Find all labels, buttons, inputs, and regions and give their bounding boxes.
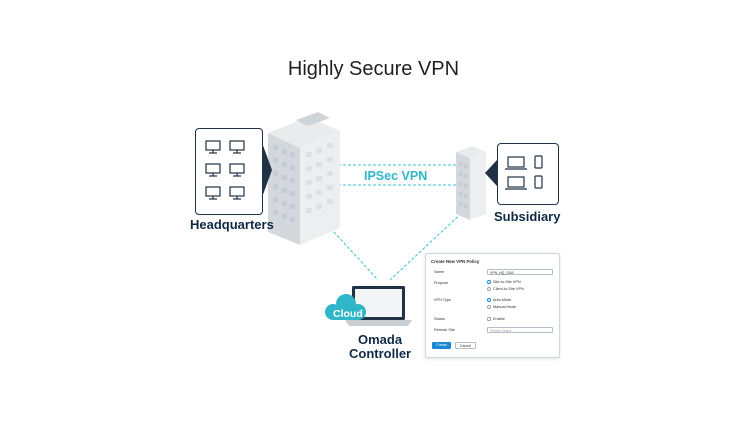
- purpose-option-site-to-site[interactable]: Site-to-Site VPN: [487, 280, 521, 284]
- purpose-option-client-to-site[interactable]: Client-to-Site VPN: [487, 287, 524, 291]
- omada-controller-label: Omada Controller: [349, 333, 411, 361]
- controller-label-line2: Controller: [349, 346, 412, 361]
- headquarters-label: Headquarters: [190, 217, 274, 232]
- cloud-label: Cloud: [333, 308, 363, 320]
- hq-controller-link: [299, 194, 379, 281]
- dialog-title: Create New VPN Policy: [431, 259, 480, 264]
- name-label: Name: [434, 270, 445, 274]
- status-label: Status: [434, 317, 445, 321]
- remote-site-label: Remote Site: [434, 328, 455, 332]
- subsidiary-building-icon: [456, 146, 486, 220]
- hq-devices-panel: [195, 128, 263, 215]
- vpn-policy-dialog: Create New VPN Policy Name VPN_HQ_SUB Pu…: [425, 253, 560, 358]
- create-button[interactable]: Create: [432, 342, 451, 349]
- page-title: Highly Secure VPN: [287, 58, 460, 80]
- subsidiary-label: Subsidiary: [494, 209, 561, 224]
- radio-selected-icon: [487, 298, 491, 302]
- radio-icon: [487, 305, 491, 309]
- cloud-icon: [325, 294, 366, 320]
- sub-controller-link: [389, 209, 466, 281]
- name-input[interactable]: VPN_HQ_SUB: [487, 269, 553, 275]
- sub-callout-pointer: [485, 160, 497, 186]
- cancel-button[interactable]: Cancel: [455, 342, 476, 349]
- radio-icon: [487, 287, 491, 291]
- controller-label-line1: Omada: [358, 332, 403, 347]
- hq-callout-pointer: [261, 140, 272, 200]
- vpn-type-option-manual[interactable]: Manual Mode: [487, 305, 516, 309]
- remote-site-select[interactable]: Please Select: [487, 327, 553, 333]
- purpose-label: Purpose: [434, 281, 449, 285]
- status-enable-checkbox[interactable]: Enable: [487, 317, 505, 321]
- desktop-monitors-icon: [205, 140, 245, 200]
- subsidiary-devices-panel: [497, 143, 559, 205]
- laptops-phones-icon: [505, 155, 543, 190]
- vpn-type-option-auto[interactable]: Auto Mode: [487, 298, 511, 302]
- headquarters-building-icon: [268, 112, 340, 245]
- vpn-type-label: VPN Type: [434, 298, 452, 302]
- ipsec-vpn-label: IPSec VPN: [364, 169, 428, 183]
- checkbox-icon: [487, 317, 491, 321]
- radio-selected-icon: [487, 280, 491, 284]
